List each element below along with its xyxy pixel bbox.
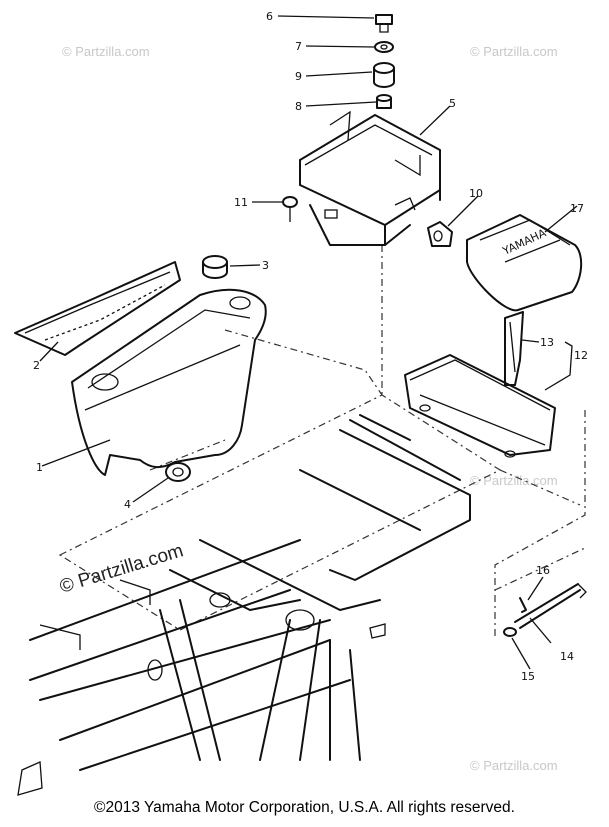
frame-tubes [17, 414, 471, 796]
callout-8: 8 [295, 100, 302, 113]
side-cover-emblem [14, 261, 181, 356]
watermark-layer: © Partzilla.com © Partzilla.com © Partzi… [57, 44, 557, 773]
leader-lines [39, 15, 578, 670]
callout-11: 11 [234, 196, 248, 209]
battery-label: YAMAHA [500, 226, 549, 258]
bolt-6 [375, 14, 393, 33]
copyright-notice: ©2013 Yamaha Motor Corporation, U.S.A. A… [94, 799, 515, 816]
callout-3: 3 [262, 259, 269, 272]
callout-14: 14 [560, 650, 574, 663]
frame-outline [58, 245, 586, 640]
callout-1: 1 [36, 461, 43, 474]
rod-14 [514, 583, 587, 629]
damper-10 [427, 221, 453, 247]
callout-17: 17 [570, 202, 584, 215]
callout-5: 5 [449, 97, 456, 110]
collar-8 [376, 94, 392, 109]
callout-15: 15 [521, 670, 535, 683]
battery-tray [404, 354, 556, 458]
watermark-top-left: © Partzilla.com [62, 44, 150, 59]
battery-17: YAMAHA [466, 214, 583, 312]
callout-13: 13 [540, 336, 554, 349]
grommet-9 [373, 62, 395, 88]
callout-4: 4 [124, 498, 131, 511]
callout-6: 6 [266, 10, 273, 23]
clip-16 [519, 597, 527, 613]
callout-7: 7 [295, 40, 302, 53]
side-cover [71, 288, 267, 476]
callout-2: 2 [33, 359, 40, 372]
watermark-mid-right: © Partzilla.com [470, 473, 558, 488]
callout-labels: 6 7 9 8 5 11 10 17 3 2 1 4 13 12 16 14 1… [33, 10, 588, 683]
screw-11 [282, 196, 298, 222]
watermark-bottom-right: © Partzilla.com [470, 758, 558, 773]
washer-7 [374, 41, 394, 53]
battery-band-13 [504, 311, 524, 386]
battery-box [299, 110, 441, 246]
frame-end-cap [17, 761, 43, 796]
callout-9: 9 [295, 70, 302, 83]
grommet-3 [202, 255, 228, 279]
callout-10: 10 [469, 187, 483, 200]
nut-15 [503, 627, 517, 637]
watermark-top-right: © Partzilla.com [470, 44, 558, 59]
callout-12: 12 [574, 349, 588, 362]
callout-16: 16 [536, 564, 550, 577]
grommet-4 [165, 462, 191, 482]
